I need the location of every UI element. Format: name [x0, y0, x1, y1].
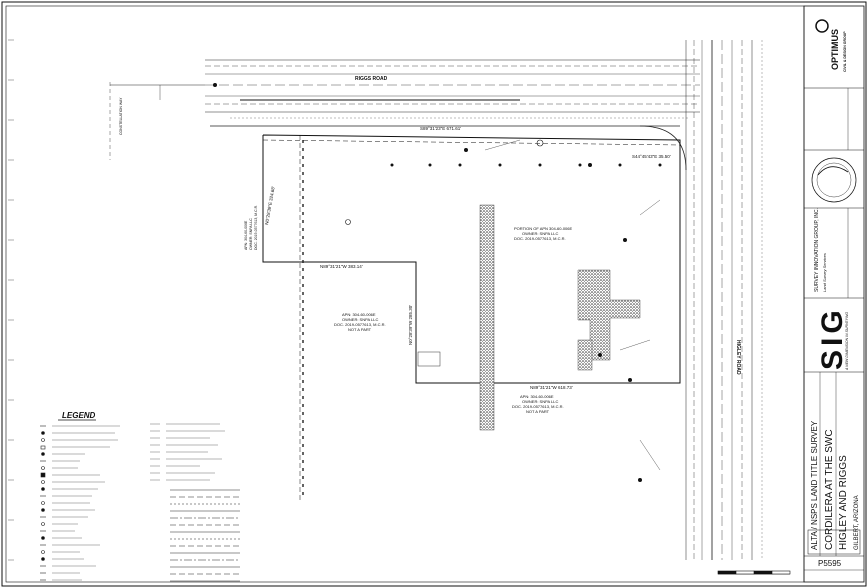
hatched-building	[577, 269, 641, 361]
permit-stamp	[807, 529, 861, 555]
hatched-pad	[577, 339, 593, 371]
sig-logo: SIG A NEW DIMENSION IN SURVEYING SURVEY …	[814, 208, 849, 371]
svg-text:DOC. 2019-0577613, M.C.R.: DOC. 2019-0577613, M.C.R.	[254, 205, 258, 250]
bearing-mid-line: N89°31'21"W 383.14'	[320, 264, 363, 269]
riggs-road-corridor	[205, 59, 700, 127]
svg-text:A NEW DIMENSION IN SURVEYING: A NEW DIMENSION IN SURVEYING	[845, 312, 849, 371]
callout-leaders	[484, 139, 661, 471]
svg-text:OWNER: SNPA LLC: OWNER: SNPA LLC	[522, 399, 558, 404]
svg-text:OWNER: SNPA LLC: OWNER: SNPA LLC	[342, 317, 378, 322]
legend: LEGEND	[40, 411, 240, 582]
project-location: GILBERT, ARIZONA	[854, 495, 860, 550]
parcel-note-south: APN: 304-60-006E OWNER: SNPA LLC DOC. 20…	[512, 394, 564, 414]
svg-text:SIG: SIG	[816, 306, 849, 370]
job-number: P5595	[818, 559, 842, 568]
bearing-inner-line: N0°28'39"W 285.30'	[408, 305, 413, 345]
constellation-way	[109, 82, 205, 160]
parcel-note-portion: PORTION OF APN 304-60-006E OWNER: SNPA L…	[514, 226, 573, 241]
boundary-dashes	[262, 135, 681, 500]
svg-text:CIVIL & DESIGN GROUP: CIVIL & DESIGN GROUP	[843, 31, 847, 72]
legend-title: LEGEND	[62, 411, 96, 420]
svg-text:OWNER: SNPA LLC: OWNER: SNPA LLC	[249, 218, 253, 250]
svg-text:DOC. 2019-0577613, M.C.R.: DOC. 2019-0577613, M.C.R.	[514, 236, 566, 241]
parcel-note-west: APN: 304-60-006E OWNER: SNPA LLC DOC. 20…	[244, 205, 258, 250]
svg-text:Land Survey Services: Land Survey Services	[822, 253, 827, 292]
parcel-boundary	[262, 134, 681, 384]
svg-text:DOC. 2019-0577613, M.C.R.: DOC. 2019-0577613, M.C.R.	[512, 404, 564, 409]
utility-symbols	[213, 83, 662, 482]
svg-text:APN: 304-60-006E: APN: 304-60-006E	[244, 220, 248, 250]
project-sub: HIGLEY AND RIGGS	[838, 455, 849, 550]
bearing-south-line: N89°31'21"W 618.73'	[530, 385, 573, 390]
margin-ticks	[8, 39, 14, 561]
parcel-note-center: APN: 304-60-006E OWNER: SNPA LLC DOC. 20…	[334, 312, 386, 332]
svg-text:OWNER: SNPA LLC: OWNER: SNPA LLC	[522, 231, 558, 236]
higley-road-corridor	[685, 40, 763, 560]
small-parcel	[417, 351, 441, 367]
constellation-way-label: CONSTELLATION WAY	[119, 97, 123, 135]
hatched-strip	[479, 204, 495, 431]
riggs-road-label: RIGGS ROAD	[355, 76, 388, 82]
project-title: ALTA / NSPS LAND TITLE SURVEY CORDILERA …	[810, 420, 860, 550]
scale-bar	[717, 570, 791, 575]
svg-text:NOT A PART: NOT A PART	[348, 327, 372, 332]
project-name: CORDILERA AT THE SWC	[824, 429, 835, 550]
bearing-north-line: S89°31'23"E 671.61'	[420, 126, 461, 131]
bearing-corner: S44°45'43"E 35.50'	[632, 154, 671, 159]
survey-type: ALTA / NSPS LAND TITLE SURVEY	[810, 420, 819, 550]
svg-text:APN: 304-60-006E: APN: 304-60-006E	[520, 394, 554, 399]
svg-text:OPTIMUS: OPTIMUS	[830, 29, 840, 70]
title-block	[803, 5, 865, 583]
corner-curve	[639, 125, 687, 171]
svg-text:PORTION OF APN 304-60-006E: PORTION OF APN 304-60-006E	[514, 226, 573, 231]
surveyor-seal	[811, 157, 857, 203]
svg-text:SURVEY INNOVATION GROUP, INC.: SURVEY INNOVATION GROUP, INC.	[814, 208, 820, 292]
optimus-logo: OPTIMUS CIVIL & DESIGN GROUP	[815, 19, 847, 72]
svg-text:APN: 304-60-006E: APN: 304-60-006E	[342, 312, 376, 317]
higley-road-label: HIGLEY ROAD	[735, 340, 741, 375]
svg-text:NOT A PART: NOT A PART	[526, 409, 550, 414]
svg-text:DOC. 2019-0577613, M.C.R.: DOC. 2019-0577613, M.C.R.	[334, 322, 386, 327]
bearing-west-line: N0°28'39"E 324.68'	[264, 186, 276, 225]
